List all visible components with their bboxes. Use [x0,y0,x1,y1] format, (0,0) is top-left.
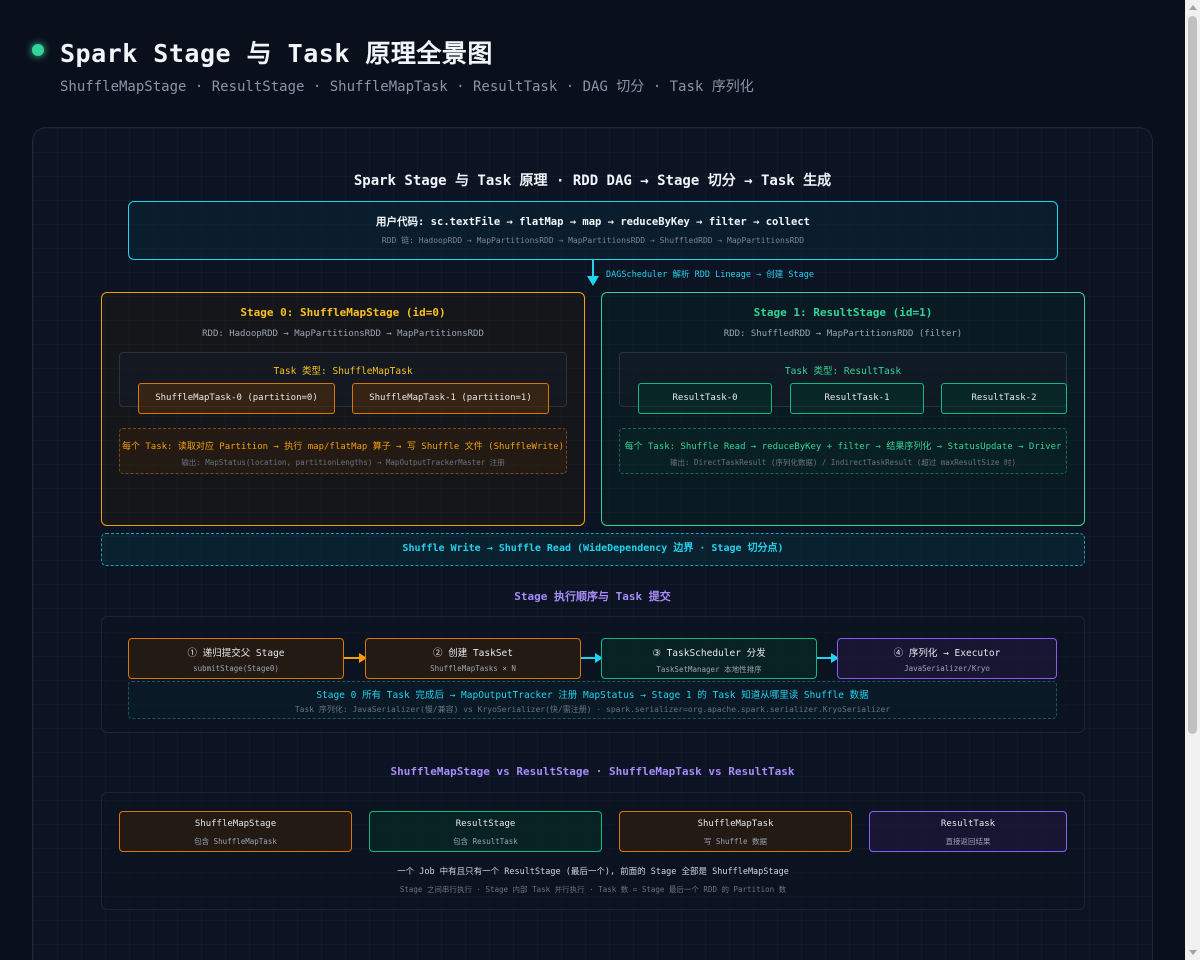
compare-panel: ShuffleMapStage 包含 ShuffleMapTask Result… [101,792,1085,910]
step-3-sub: TaskSetManager 本地性排序 [656,665,762,674]
page-title: Spark Stage 与 Task 原理全景图 [60,39,493,68]
user-code-text: 用户代码: sc.textFile → flatMap → map → redu… [376,216,810,228]
step-1-sub: submitStage(Stage0) [193,664,279,673]
exec-section-title: Stage 执行顺序与 Task 提交 [514,590,671,603]
arrow-down-icon [587,276,599,286]
compare-shufflemapstage: ShuffleMapStage 包含 ShuffleMapTask [119,811,352,852]
compare-box-title: ShuffleMapTask [697,819,774,829]
dag-arrow-label: DAGScheduler 解析 RDD Lineage → 创建 Stage [606,270,814,280]
compare-resultstage: ResultStage 包含 ResultTask [369,811,602,852]
status-dot-icon [32,44,44,56]
arrow-right-icon [359,653,367,663]
exec-note-box: Stage 0 所有 Task 完成后 → MapOutputTracker 注… [128,681,1057,719]
shufflemaptask-1: ShuffleMapTask-1 (partition=1) [352,383,549,414]
stage1-info-box: 每个 Task: Shuffle Read → reduceByKey + fi… [619,428,1067,474]
stage1-task-type: Task 类型: ResultTask [784,366,902,377]
step-1-title: ① 递归提交父 Stage [187,648,285,659]
stage1-title: Stage 1: ResultStage (id=1) [753,306,933,319]
diagram-title: Spark Stage 与 Task 原理 · RDD DAG → Stage … [353,173,832,189]
shufflemaptask-0: ShuffleMapTask-0 (partition=0) [138,383,335,414]
scrollbar-thumb[interactable] [1188,16,1197,734]
arrow-right-icon [595,653,603,663]
stage1-box: Stage 1: ResultStage (id=1) RDD: Shuffle… [601,292,1085,526]
compare-box-title: ResultTask [940,819,996,829]
resulttask-1: ResultTask-1 [790,383,924,414]
stage1-rdd: RDD: ShuffledRDD → MapPartitionsRDD (fil… [723,329,963,339]
scroll-down-icon[interactable] [1189,950,1197,955]
step-arrow-line [817,657,837,659]
exec-note-main: Stage 0 所有 Task 完成后 → MapOutputTracker 注… [316,690,869,701]
step-2-sub: ShuffleMapTasks × N [430,664,516,673]
stage1-info-main: 每个 Task: Shuffle Read → reduceByKey + fi… [624,442,1062,452]
compare-box-sub: 写 Shuffle 数据 [703,837,768,846]
dag-arrow-line [592,260,594,282]
exec-note-sub: Task 序列化: JavaSerializer(慢/兼容) vs KryoSe… [294,705,891,714]
compare-box-title: ResultStage [455,819,516,829]
arrow-right-icon [831,653,839,663]
resulttask-0: ResultTask-0 [638,383,772,414]
stage0-info-sub: 输出: MapStatus(location, partitionLengths… [181,458,505,467]
page-subtitle: ShuffleMapStage · ResultStage · ShuffleM… [60,79,754,95]
exec-panel: ① 递归提交父 Stage submitStage(Stage0) ② 创建 T… [101,616,1085,733]
stage0-info-main: 每个 Task: 读取对应 Partition → 执行 map/flatMap… [121,442,565,452]
step-taskscheduler-dispatch: ③ TaskScheduler 分发 TaskSetManager 本地性排序 [601,638,817,679]
compare-section-title: ShuffleMapStage vs ResultStage · Shuffle… [390,765,795,778]
shuffle-boundary-bar: Shuffle Write → Shuffle Read (WideDepend… [101,533,1085,566]
step-2-title: ② 创建 TaskSet [433,648,513,659]
step-3-title: ③ TaskScheduler 分发 [652,648,766,659]
stage0-box: Stage 0: ShuffleMapStage (id=0) RDD: Had… [101,292,585,526]
stage0-task-type: Task 类型: ShuffleMapTask [273,366,413,377]
compare-box-title: ShuffleMapStage [194,819,277,829]
compare-resulttask: ResultTask 直接返回结果 [869,811,1067,852]
compare-note-1: 一个 Job 中有且只有一个 ResultStage (最后一个), 前面的 S… [397,867,789,877]
stage1-info-sub: 输出: DirectTaskResult (序列化数据) / IndirectT… [670,458,1016,467]
step-submit-parent-stage: ① 递归提交父 Stage submitStage(Stage0) [128,638,344,679]
compare-box-sub: 包含 ShuffleMapTask [194,837,277,846]
stage0-info-box: 每个 Task: 读取对应 Partition → 执行 map/flatMap… [119,428,567,474]
stage0-title: Stage 0: ShuffleMapStage (id=0) [240,306,446,319]
diagram-canvas: Spark Stage 与 Task 原理 · RDD DAG → Stage … [32,127,1153,960]
stage0-rdd: RDD: HadoopRDD → MapPartitionsRDD → MapP… [202,329,484,339]
compare-note-2: Stage 之间串行执行 · Stage 内部 Task 并行执行 · Task… [399,885,787,894]
resulttask-2: ResultTask-2 [941,383,1067,414]
step-serialize-executor: ④ 序列化 → Executor JavaSerializer/Kryo [837,638,1057,679]
step-arrow-line [581,657,601,659]
compare-box-sub: 直接返回结果 [945,837,991,846]
compare-shufflemaptask: ShuffleMapTask 写 Shuffle 数据 [619,811,852,852]
rdd-chain-text: RDD 链: HadoopRDD → MapPartitionsRDD → Ma… [381,236,805,245]
step-4-title: ④ 序列化 → Executor [893,648,1001,659]
step-arrow-line [344,657,364,659]
step-create-taskset: ② 创建 TaskSet ShuffleMapTasks × N [365,638,581,679]
user-code-box: 用户代码: sc.textFile → flatMap → map → redu… [128,201,1058,260]
vertical-scrollbar[interactable] [1185,0,1200,960]
step-4-sub: JavaSerializer/Kryo [904,664,990,673]
scroll-up-icon[interactable] [1189,5,1197,10]
compare-box-sub: 包含 ResultTask [453,837,518,846]
